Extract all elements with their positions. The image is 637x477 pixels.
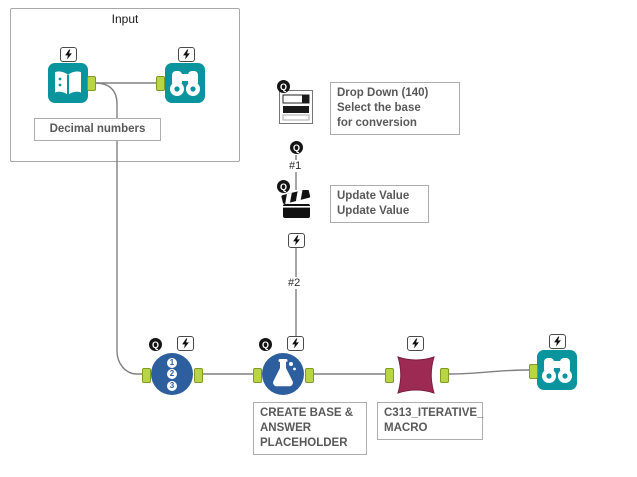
digit-one: 1 [167, 357, 177, 368]
annotation-drop-down[interactable]: Drop Down (140) Select the base for conv… [330, 82, 460, 135]
digit-two: 2 [167, 369, 177, 379]
tool-browse-bottom[interactable] [537, 350, 577, 390]
macro-cushion-icon [397, 356, 435, 394]
tool-browse-top[interactable] [165, 63, 205, 103]
input-anchor-numbered-tool[interactable] [142, 368, 151, 383]
annotation-line: PLACEHOLDER [260, 437, 348, 449]
annotation-line: C313_ITERATIVE_ [384, 407, 484, 419]
lightning-icon [293, 235, 300, 246]
annotation-input-data[interactable]: Decimal numbers [34, 118, 161, 141]
annotation-line: Select the base [337, 102, 421, 114]
clapperboard-icon [281, 190, 311, 218]
question-badge-dropdown: Q [277, 80, 290, 93]
q-letter: Q [261, 339, 269, 350]
lightning-anchor-formula[interactable] [287, 336, 304, 351]
lightning-icon [183, 49, 190, 60]
lightning-anchor-action[interactable] [288, 233, 305, 248]
book-icon [55, 71, 81, 95]
annotation-line: MACRO [384, 422, 428, 434]
flask-icon [273, 359, 296, 387]
annotation-line: for conversion [337, 117, 417, 129]
lightning-badge-browse-bottom [549, 334, 566, 349]
lightning-badge-numbered-tool [177, 336, 194, 351]
binoculars-icon [170, 71, 200, 96]
connection-label-2: #2 [287, 277, 302, 289]
lightning-icon [65, 49, 72, 60]
annotation-formula[interactable]: CREATE BASE & ANSWER PLACEHOLDER [253, 402, 367, 455]
output-anchor-formula[interactable] [305, 368, 314, 383]
lightning-icon [554, 336, 561, 347]
q-letter: Q [279, 81, 287, 92]
annotation-line: CREATE BASE & [260, 407, 354, 419]
annotation-line: ANSWER [260, 422, 312, 434]
output-anchor-input-data[interactable] [87, 76, 96, 91]
input-anchor-macro[interactable] [385, 368, 394, 383]
tool-iterative-macro[interactable] [393, 352, 439, 398]
lightning-icon [182, 338, 189, 349]
binoculars-icon [542, 358, 572, 383]
wire-macro-to-browse[interactable] [446, 369, 530, 375]
tool-drop-down[interactable] [279, 90, 313, 124]
tool-action[interactable] [279, 190, 315, 222]
question-badge-numbered-tool: Q [149, 338, 162, 351]
annotation-line: Update Value [337, 190, 410, 202]
tool-input-data[interactable] [48, 63, 88, 103]
input-anchor-browse-bottom[interactable] [529, 364, 538, 379]
question-badge-formula: Q [259, 338, 272, 351]
question-badge-action: Q [277, 180, 290, 193]
output-anchor-numbered-tool[interactable] [194, 368, 203, 383]
numbered-list-icon: 1 2 3 [167, 357, 177, 391]
dropdown-widget-icon [279, 90, 313, 124]
lightning-badge-macro [407, 336, 424, 351]
connection-label-1: #1 [288, 160, 303, 172]
lightning-icon [412, 338, 419, 349]
lightning-icon [292, 338, 299, 349]
digit-three: 3 [167, 380, 177, 391]
tool-numbered-list[interactable]: 1 2 3 [151, 353, 193, 395]
lightning-badge-browse-top [178, 47, 195, 62]
lightning-badge-input-data [60, 47, 77, 62]
wire-input-to-numbered-tool[interactable] [94, 82, 143, 375]
output-anchor-macro[interactable] [440, 368, 449, 383]
input-anchor-formula[interactable] [253, 368, 262, 383]
input-anchor-browse-top[interactable] [156, 76, 165, 91]
q-letter: Q [279, 181, 287, 192]
annotation-action[interactable]: Update Value Update Value [330, 185, 429, 223]
annotation-text: Decimal numbers [49, 123, 146, 135]
q-letter: Q [151, 339, 159, 350]
q-letter: Q [292, 142, 300, 153]
tool-formula[interactable] [262, 353, 304, 395]
annotation-macro[interactable]: C313_ITERATIVE_ MACRO [377, 402, 484, 440]
annotation-line: Update Value [337, 205, 410, 217]
question-anchor-dropdown[interactable]: Q [290, 141, 303, 154]
container-title: Input [111, 12, 139, 26]
annotation-line: Drop Down (140) [337, 87, 429, 99]
